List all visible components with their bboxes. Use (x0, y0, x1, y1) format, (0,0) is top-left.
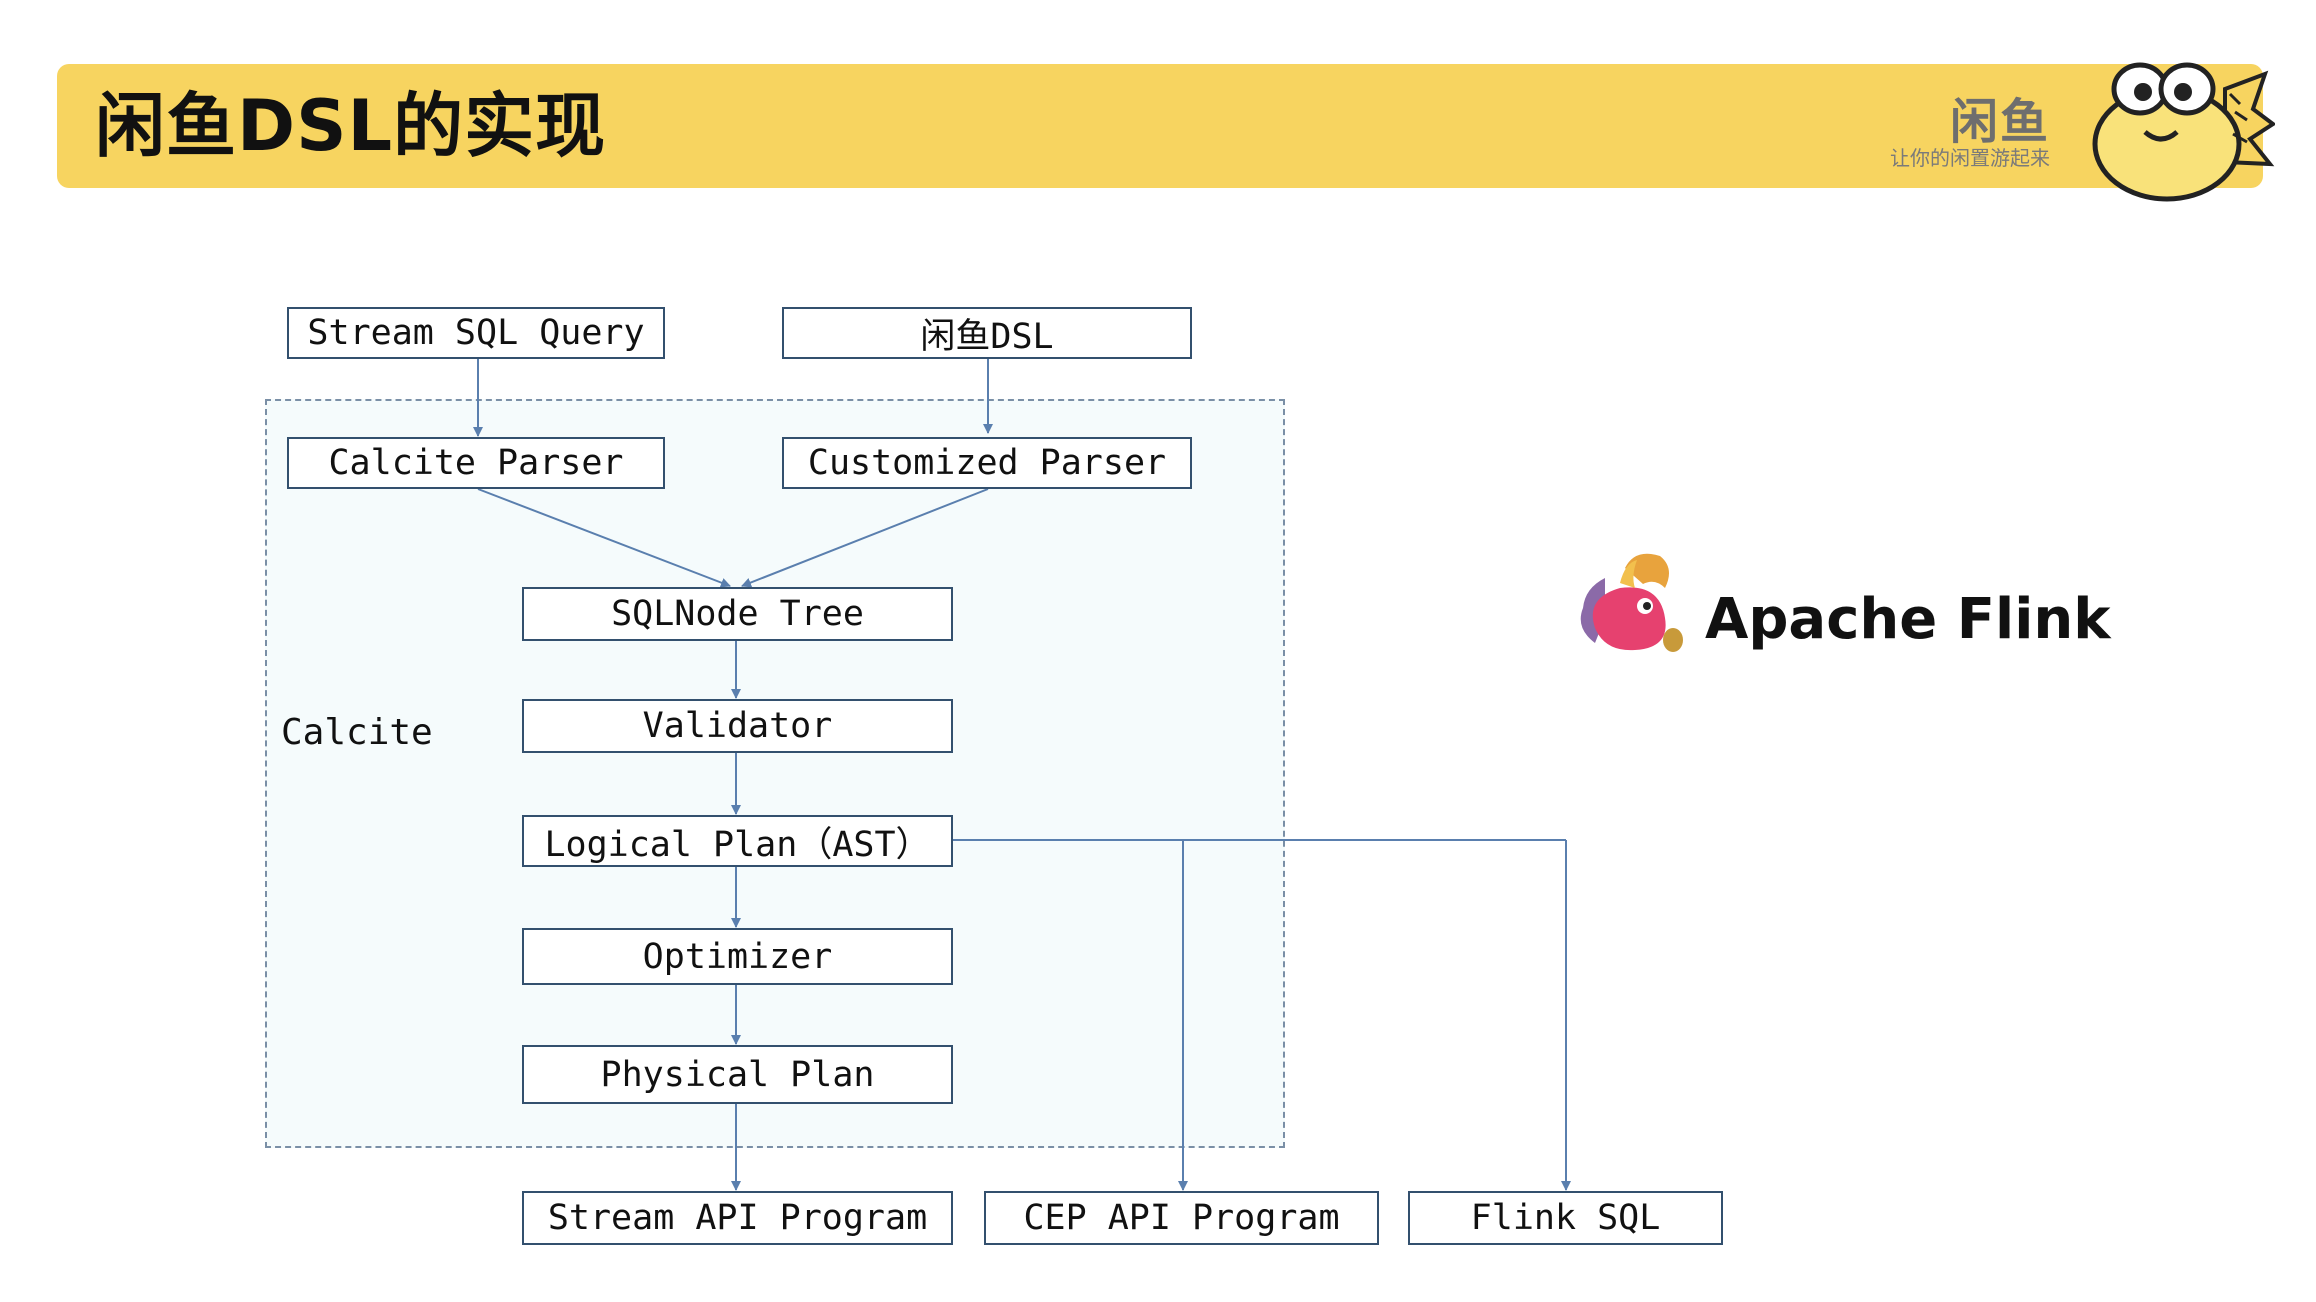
node-stream-api-program: Stream API Program (522, 1191, 953, 1245)
calcite-region (265, 399, 1285, 1148)
brand-name: 闲鱼 (1950, 94, 2051, 150)
node-physical-plan: Physical Plan (522, 1045, 953, 1104)
node-sqlnode-tree: SQLNode Tree (522, 587, 953, 641)
node-flink-sql: Flink SQL (1408, 1191, 1723, 1245)
node-stream-sql-query: Stream SQL Query (287, 307, 665, 359)
node-customized-parser: Customized Parser (782, 437, 1192, 489)
apache-flink-logo-text: Apache Flink (1705, 587, 2111, 652)
node-validator: Validator (522, 699, 953, 753)
node-calcite-parser: Calcite Parser (287, 437, 665, 489)
node-optimizer: Optimizer (522, 928, 953, 985)
fish-mascot-icon (2092, 62, 2275, 202)
brand-slogan: 让你的闲置游起来 (1890, 146, 2050, 170)
page-title: 闲鱼DSL的实现 (95, 85, 607, 167)
calcite-region-label: Calcite (281, 712, 433, 753)
arrow-customized-parser-to-sqlnode (741, 488, 989, 588)
node-logical-plan: Logical Plan（AST） (522, 815, 953, 867)
node-cep-api-program: CEP API Program (984, 1191, 1379, 1245)
arrow-calcite-parser-to-sqlnode (477, 488, 731, 588)
node-xianyu-dsl: 闲鱼DSL (782, 307, 1192, 359)
title-banner (57, 64, 2263, 188)
flink-squirrel-icon (1580, 553, 1683, 652)
